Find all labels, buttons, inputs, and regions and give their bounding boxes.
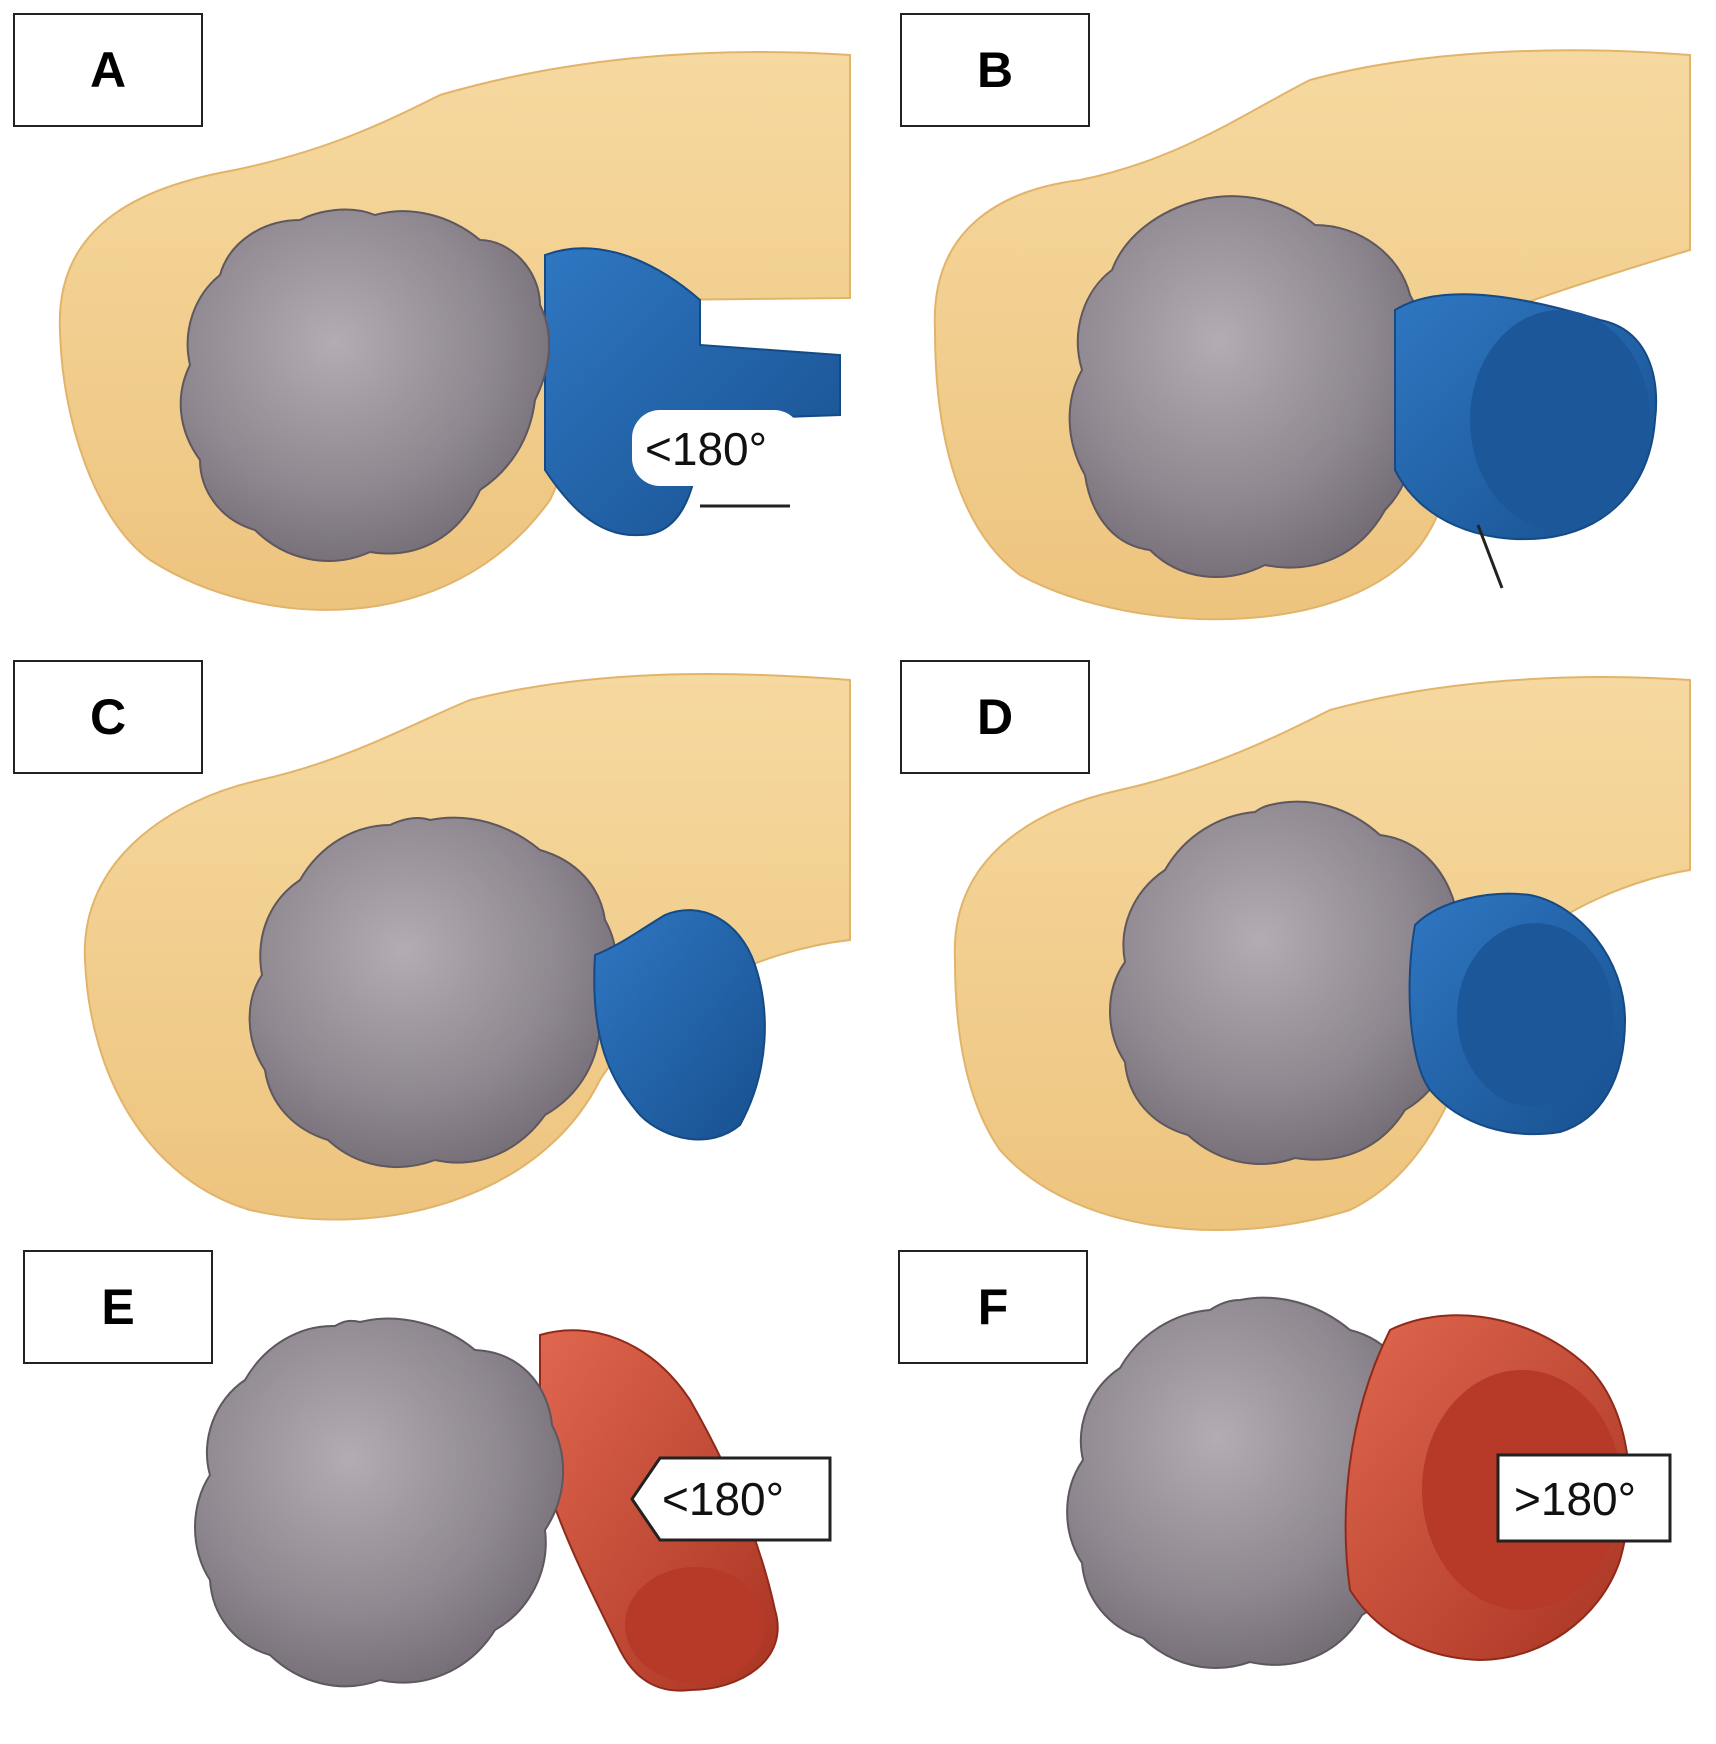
panel-a: <180°: [58, 50, 851, 611]
panel-label-box-f: F: [898, 1250, 1088, 1364]
vessel-c: [593, 909, 766, 1141]
panel-label-b: B: [976, 42, 1014, 98]
panel-f: >180°: [1066, 1296, 1672, 1669]
pointer-line-b: [1476, 524, 1504, 589]
angle-label-e: <180°: [662, 1473, 784, 1525]
angle-badge-a: [632, 410, 802, 486]
panel-label-box-e: E: [23, 1250, 213, 1364]
tumor-a: [179, 208, 550, 562]
panel-d: [953, 676, 1691, 1231]
angle-badge-f: [1496, 1453, 1672, 1543]
tumor-c: [248, 816, 618, 1168]
panel-label-f: F: [977, 1279, 1009, 1335]
angle-label-a: <180°: [645, 423, 767, 475]
tumor-e: [194, 1317, 565, 1688]
panel-label-d: D: [976, 689, 1014, 745]
panel-label-box-b: B: [900, 13, 1090, 127]
vessel-end-d: [1457, 923, 1613, 1107]
panel-label-box-d: D: [900, 660, 1090, 774]
angle-label-f: >180°: [1514, 1473, 1636, 1525]
panel-b: [933, 49, 1691, 621]
panel-label-box-c: C: [13, 660, 203, 774]
panel-label-e: E: [101, 1279, 135, 1335]
tumor-b: [1068, 195, 1426, 578]
angle-badge-e: [630, 1456, 832, 1542]
panel-c: [83, 673, 851, 1221]
panel-label-c: C: [89, 689, 127, 745]
vessel-end-b: [1470, 310, 1650, 530]
panel-label-a: A: [89, 42, 127, 98]
panel-e: <180°: [194, 1317, 832, 1692]
panel-label-box-a: A: [13, 13, 203, 127]
vessel-end-e: [625, 1567, 765, 1683]
tumor-d: [1109, 800, 1469, 1165]
